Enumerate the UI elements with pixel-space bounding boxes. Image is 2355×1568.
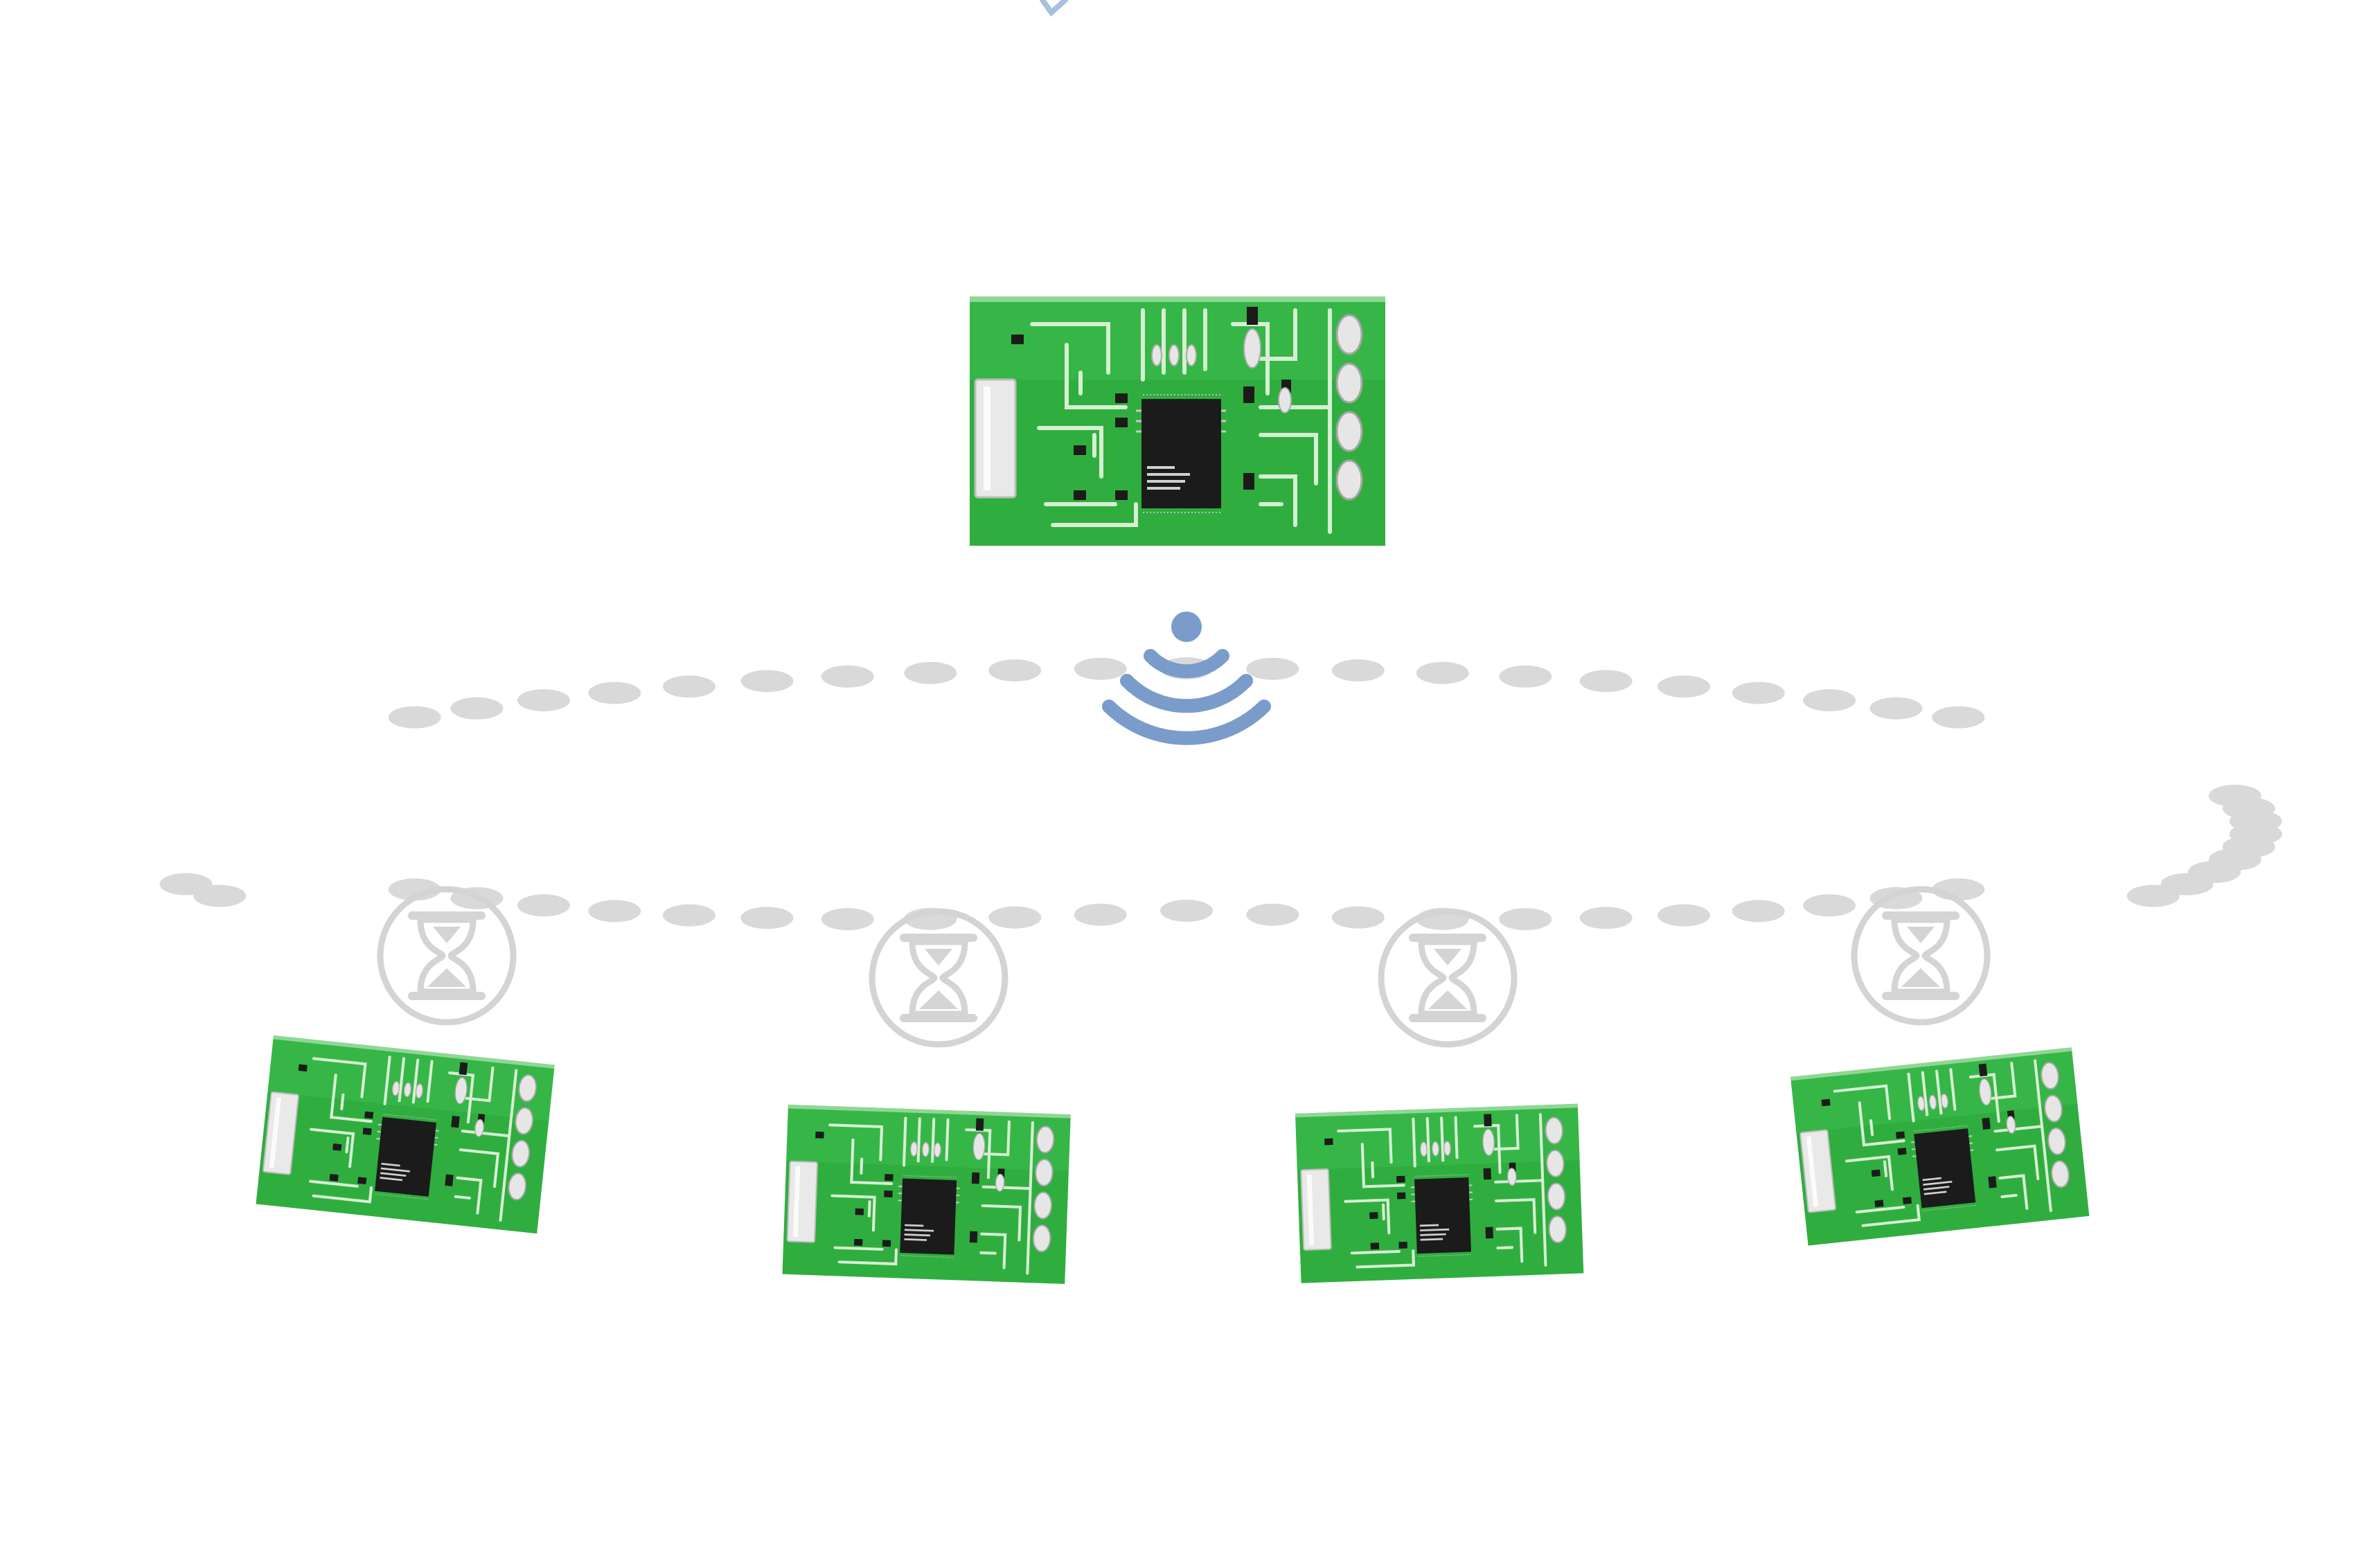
slave-pcb-module — [256, 1035, 554, 1233]
ring-dot — [663, 675, 716, 698]
ring-dot — [1803, 689, 1856, 712]
pcb-module-icon — [782, 1105, 1070, 1284]
ring-dot — [1579, 670, 1633, 693]
ring-dot — [1732, 681, 1785, 704]
ring-dot — [1246, 903, 1299, 926]
ring-dot — [1499, 665, 1552, 688]
hourglass-icon — [1381, 911, 1514, 1044]
slave-pcb-module — [782, 1105, 1070, 1284]
ring-dot — [1803, 894, 1856, 917]
dotted-ring — [159, 657, 2282, 931]
ring-dot — [388, 706, 441, 729]
ring-dot — [1499, 908, 1552, 931]
pcb-module-icon — [1295, 1104, 1583, 1283]
hourglass-icon — [872, 911, 1005, 1044]
ring-dot — [663, 904, 716, 927]
ring-dot — [821, 665, 874, 688]
ring-dot — [904, 661, 957, 684]
ring-dot — [517, 689, 570, 712]
arrow-tip-icon — [1040, 0, 1068, 17]
ring-dot — [450, 697, 504, 720]
ring-dot — [1246, 657, 1299, 680]
pcb-module-icon — [256, 1035, 554, 1233]
hourglass-icon — [380, 889, 513, 1022]
ring-dot — [740, 670, 794, 693]
ring-dot — [1658, 675, 1710, 698]
ring-dot — [1732, 900, 1785, 923]
ring-dot — [1416, 661, 1469, 684]
ring-dot — [1869, 697, 1923, 720]
ring-dot — [821, 908, 874, 931]
ring-dot — [740, 907, 794, 929]
slave-pcb-module — [1790, 1047, 2089, 1245]
master-pcb-module — [970, 296, 1385, 546]
ring-dot — [1658, 904, 1710, 927]
ring-dot — [1579, 907, 1633, 929]
pcb-module-icon — [1790, 1047, 2089, 1245]
ring-dot — [1074, 657, 1127, 680]
ring-dot — [193, 884, 247, 907]
ring-dot — [988, 906, 1042, 929]
ring-dot — [2208, 785, 2261, 807]
ring-dot — [517, 894, 570, 917]
hourglass-icon — [1854, 889, 1987, 1022]
ring-dot — [1331, 659, 1385, 681]
ring-dot — [1932, 706, 1985, 729]
ring-dot — [588, 681, 641, 704]
ring-dot — [588, 900, 641, 923]
wifi-signal-icon — [1102, 612, 1271, 745]
slave-pcb-module — [1295, 1104, 1583, 1283]
ring-dot — [1160, 900, 1213, 922]
ring-dot — [988, 659, 1042, 681]
ring-dot — [1331, 906, 1385, 929]
pcb-module-icon — [970, 296, 1385, 546]
ring-dot — [1074, 903, 1127, 926]
